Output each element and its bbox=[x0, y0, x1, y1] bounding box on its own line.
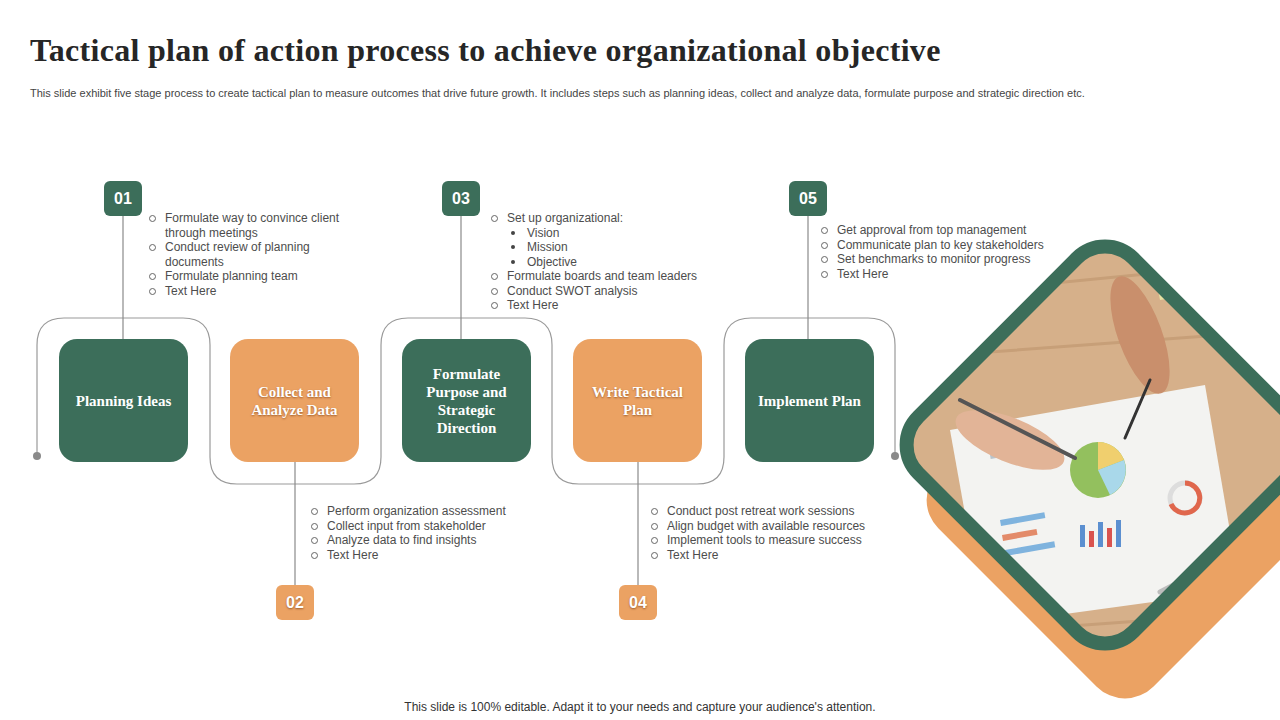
bullet-item: Text Here bbox=[819, 267, 1079, 282]
bullet-list: Get approval from top managementCommunic… bbox=[819, 223, 1079, 281]
bullet-item: Text Here bbox=[147, 284, 352, 299]
slide-title: Tactical plan of action process to achie… bbox=[30, 31, 941, 69]
paper-bar bbox=[1000, 512, 1045, 526]
bullet-item: Text Here bbox=[309, 548, 549, 563]
bar bbox=[1116, 520, 1121, 547]
end-dot bbox=[891, 452, 899, 460]
hand bbox=[948, 398, 1072, 482]
leader-line bbox=[807, 216, 808, 339]
donut-arc bbox=[1171, 483, 1200, 513]
process-box: Collect and Analyze Data bbox=[230, 339, 359, 462]
bullet-item: Analyze data to find insights bbox=[309, 533, 549, 548]
leader-line bbox=[122, 216, 123, 339]
step-number-badge: 04 bbox=[619, 585, 657, 620]
step-number-badge: 03 bbox=[442, 181, 480, 216]
bullet-item: Perform organization assessment bbox=[309, 504, 549, 519]
process-box: Implement Plan bbox=[745, 339, 874, 462]
step-title: Planning Ideas bbox=[69, 392, 178, 410]
pie-slice bbox=[1098, 460, 1126, 495]
bullet-item: Set benchmarks to monitor progress bbox=[819, 252, 1079, 267]
flow-outline bbox=[37, 318, 895, 484]
step-title: Formulate Purpose and Strategic Directio… bbox=[412, 365, 521, 437]
bullet-item: Communicate plan to key stakeholders bbox=[819, 238, 1079, 253]
bar bbox=[1089, 531, 1094, 547]
bullet-item: Implement tools to measure success bbox=[649, 533, 899, 548]
bullet-item: Formulate way to convince client through… bbox=[147, 211, 352, 240]
pie-chart bbox=[1070, 442, 1126, 498]
leader-line bbox=[460, 216, 461, 339]
leader-line bbox=[294, 462, 295, 585]
pen bbox=[1125, 380, 1150, 438]
end-dot bbox=[33, 452, 41, 460]
bullet-item: Collect input from stakeholder bbox=[309, 519, 549, 534]
step-number-badge: 02 bbox=[276, 585, 314, 620]
bullet-item: Get approval from top management bbox=[819, 223, 1079, 238]
process-box: Planning Ideas bbox=[59, 339, 188, 462]
bullet-item: Conduct SWOT analysis bbox=[489, 284, 729, 299]
bullet-list: Perform organization assessmentCollect i… bbox=[309, 504, 549, 562]
bullet-list: Conduct post retreat work sessionsAlign … bbox=[649, 504, 899, 562]
paper-bar bbox=[1002, 529, 1038, 541]
bar bbox=[1107, 528, 1112, 547]
bullet-item: Conduct review of planning documents bbox=[147, 240, 352, 269]
bullet-item: Align budget with available resources bbox=[649, 519, 899, 534]
paper-bar bbox=[1005, 541, 1055, 556]
bullet-item: Set up organizational: bbox=[489, 211, 729, 226]
step-title: Write Tactical Plan bbox=[583, 383, 692, 419]
bullet-item: Conduct post retreat work sessions bbox=[649, 504, 899, 519]
step-number: 05 bbox=[791, 190, 825, 208]
bullet-item: Mission bbox=[489, 240, 729, 255]
slide-footer: This slide is 100% editable. Adapt it to… bbox=[0, 700, 1280, 715]
photo-table bbox=[870, 210, 1280, 690]
donut-chart bbox=[1170, 483, 1200, 513]
bullet-item: Text Here bbox=[649, 548, 899, 563]
hand bbox=[1184, 536, 1280, 624]
leader-line bbox=[637, 462, 638, 585]
pen bbox=[960, 400, 1075, 458]
process-box: Formulate Purpose and Strategic Directio… bbox=[402, 339, 531, 462]
bullet-item: Objective bbox=[489, 255, 729, 270]
slide-subtitle: This slide exhibit five stage process to… bbox=[30, 86, 1260, 100]
bullet-list: Formulate way to convince client through… bbox=[147, 211, 352, 298]
bullet-item: Formulate planning team bbox=[147, 269, 352, 284]
step-number: 04 bbox=[621, 594, 655, 612]
bar bbox=[1080, 525, 1085, 547]
step-number-badge: 01 bbox=[104, 181, 142, 216]
bullet-item: Vision bbox=[489, 226, 729, 241]
photo bbox=[870, 210, 1280, 690]
step-number: 03 bbox=[444, 190, 478, 208]
photo-frame bbox=[890, 230, 1280, 660]
bullet-item: Formulate boards and team leaders bbox=[489, 269, 729, 284]
step-number-badge: 05 bbox=[789, 181, 827, 216]
wood-grain bbox=[880, 260, 1280, 680]
bullet-list: Set up organizational:VisionMissionObjec… bbox=[489, 211, 729, 313]
step-title: Implement Plan bbox=[755, 392, 864, 410]
step-number: 02 bbox=[278, 594, 312, 612]
step-number: 01 bbox=[106, 190, 140, 208]
process-box: Write Tactical Plan bbox=[573, 339, 702, 462]
bullet-item: Text Here bbox=[489, 298, 729, 313]
step-title: Collect and Analyze Data bbox=[240, 383, 349, 419]
bar bbox=[1098, 522, 1103, 547]
